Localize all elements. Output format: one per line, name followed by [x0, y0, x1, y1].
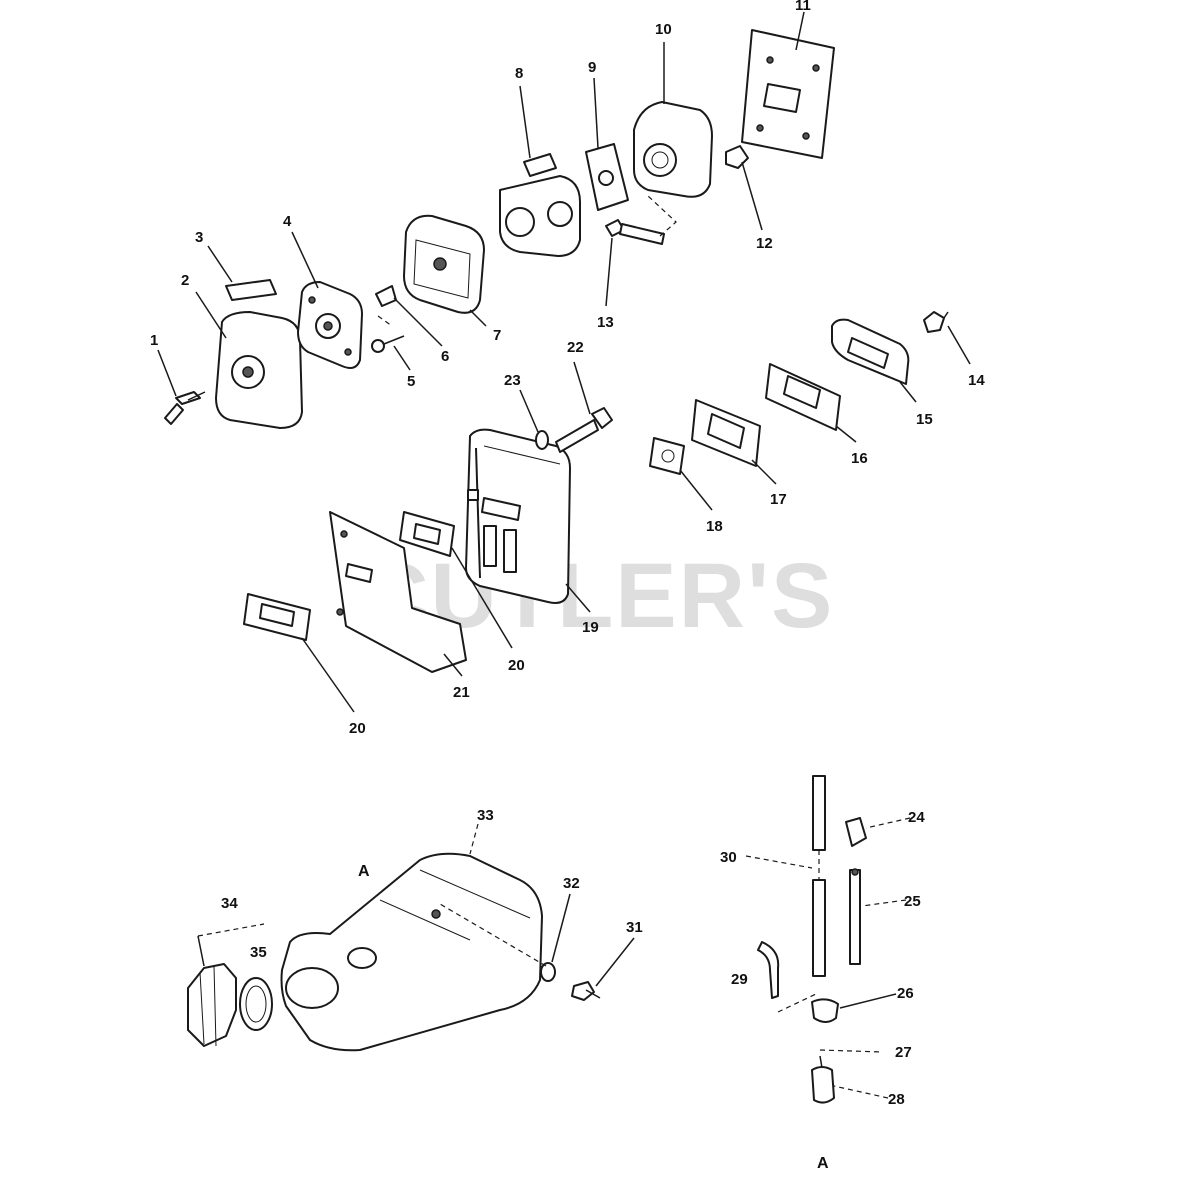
insulator-part — [633, 101, 713, 198]
muffler-gasket-part — [691, 399, 761, 467]
fuel-filter-part — [811, 1055, 835, 1104]
callout-14: 14 — [968, 372, 985, 389]
muffler-part — [465, 428, 571, 604]
callout-1: 1 — [150, 332, 158, 349]
section-label-a-fuel-line: A — [817, 1155, 829, 1172]
carburetor-part — [499, 153, 581, 257]
return-line-part — [757, 941, 817, 1013]
section-label-a-tank: A — [358, 863, 370, 880]
exhaust-gasket-part — [831, 318, 910, 385]
air-box-base-part — [403, 214, 485, 314]
spark-screen-part — [649, 437, 685, 475]
callout-15: 15 — [916, 411, 933, 428]
callout-4: 4 — [283, 213, 292, 230]
air-filter-cover-part — [215, 311, 303, 429]
washer-part — [535, 430, 549, 450]
callout-30: 30 — [720, 849, 737, 866]
callout-9: 9 — [588, 59, 596, 76]
callout-23: 23 — [504, 372, 521, 389]
tank-bolt-part — [571, 981, 601, 1001]
callout-labels: 1 2 3 4 5 6 7 8 9 10 11 12 13 14 15 16 1… — [150, 0, 985, 1108]
callout-6: 6 — [441, 348, 449, 365]
tank-washer-part — [439, 903, 556, 982]
filter-plate-part — [297, 281, 363, 369]
filter-element-part — [225, 279, 277, 301]
wing-bolt-part — [164, 391, 206, 425]
clip-part — [375, 285, 397, 327]
callout-13: 13 — [597, 314, 614, 331]
callout-31: 31 — [626, 919, 643, 936]
vent-part — [845, 817, 867, 847]
grommet-part — [811, 998, 839, 1023]
fuel-tube-part — [849, 868, 861, 965]
callout-11: 11 — [795, 0, 811, 14]
muffler-bolt-part — [923, 311, 949, 333]
leader-lines — [157, 11, 971, 1099]
muffler-plate-part — [765, 363, 841, 431]
callout-16: 16 — [851, 450, 868, 467]
callout-12: 12 — [756, 235, 773, 252]
fuel-line-part — [812, 775, 826, 977]
callout-33: 33 — [477, 807, 494, 824]
callout-3: 3 — [195, 229, 203, 246]
callout-2: 2 — [181, 272, 189, 289]
pin-part — [819, 1049, 883, 1053]
callout-35: 35 — [250, 944, 267, 961]
callout-20-lower: 20 — [349, 720, 366, 737]
callout-24: 24 — [908, 809, 925, 826]
fuel-tank-part — [280, 852, 543, 1052]
long-bolt-part — [605, 195, 677, 245]
heat-shield-part — [329, 511, 467, 673]
callout-19: 19 — [582, 619, 599, 636]
callout-29: 29 — [731, 971, 748, 988]
callout-27: 27 — [895, 1044, 912, 1061]
callout-7: 7 — [493, 327, 501, 344]
fuel-cap-part — [187, 963, 237, 1047]
gasket-upper-part — [399, 511, 455, 557]
callout-22: 22 — [567, 339, 584, 356]
callout-17: 17 — [770, 491, 787, 508]
callout-20-upper: 20 — [508, 657, 525, 674]
nut-part — [725, 145, 749, 169]
screw-part — [371, 335, 405, 353]
callout-18: 18 — [706, 518, 723, 535]
callout-8: 8 — [515, 65, 523, 82]
gasket-plate-part — [741, 29, 835, 159]
gasket-lower-part — [243, 593, 311, 641]
callout-28: 28 — [888, 1091, 905, 1108]
callout-25: 25 — [904, 893, 921, 910]
callout-21: 21 — [453, 684, 470, 701]
carburetor-gasket-part — [585, 143, 629, 211]
callout-10: 10 — [655, 21, 672, 38]
cap-gasket-part — [239, 977, 273, 1031]
callout-32: 32 — [563, 875, 580, 892]
exhaust-bolt-part — [555, 407, 613, 453]
callout-34: 34 — [221, 895, 238, 912]
callout-5: 5 — [407, 373, 415, 390]
callout-26: 26 — [897, 985, 914, 1002]
